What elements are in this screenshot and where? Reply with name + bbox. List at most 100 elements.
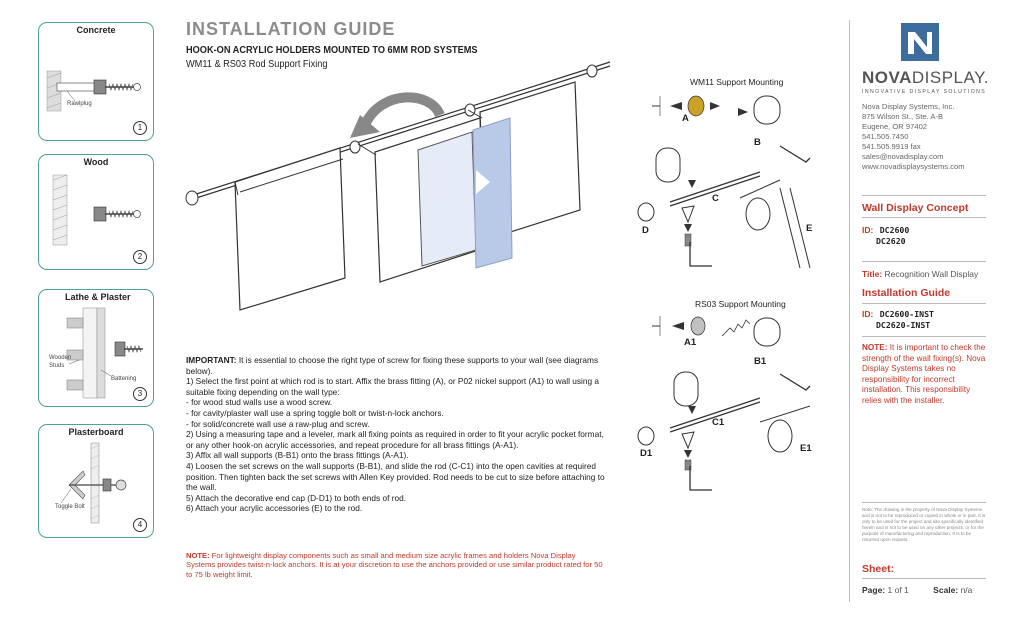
contact-line: Eugene, OR 97402 [862,122,928,131]
battening-callout: Battening [111,376,137,382]
instruction-step: 3) Affix all wall supports (B-B1) onto t… [186,450,409,461]
wall-type-title: Concrete [76,25,116,35]
concept-heading: Wall Display Concept [862,202,969,214]
contact-line: 875 Wilson St., Ste. A-B [862,112,944,121]
nova-logo-icon [901,23,939,61]
lightweight-note: NOTE: For lightweight display components… [186,551,606,579]
wm11-mounting-diagram [637,95,811,269]
part-label-e: E [806,223,813,234]
wall-type-card-plasterboard: Plasterboard Toggle Bolt 4 [38,424,154,538]
contact-line: 541.505.9919 fax [862,142,921,151]
studs-label: Studs [49,363,65,369]
wall-type-number: 1 [133,121,147,135]
divider [862,336,986,337]
instruction-step: 5) Attach the decorative end cap (D-D1) … [186,492,406,503]
divider [862,578,986,579]
rs03-mounting-title: RS03 Support Mounting [695,299,786,309]
part-label-b1: B1 [754,356,767,367]
contact-line: 541.505.7450 [862,132,909,141]
part-label-a: A [682,113,689,124]
installation-instructions: IMPORTANT: It is essential to choose the… [186,355,611,514]
instruction-step: 4) Loosen the set screws on the wall sup… [186,460,605,493]
part-label-e1: E1 [800,443,812,454]
instruction-step: - for wood stud walls use a wood screw. [186,397,333,408]
wooden-studs-callout: Wooden Studs [49,354,71,370]
wall-type-card-wood: Wood 2 [38,154,154,270]
divider [862,261,986,262]
part-label-b: B [754,137,761,148]
note-text: For lightweight display components such … [186,551,603,579]
right-note-label: NOTE: [862,343,888,352]
rs03-mounting-diagram [637,316,811,491]
divider [862,195,986,196]
wall-type-number: 4 [133,518,147,532]
part-label-d: D [642,225,649,236]
important-label: IMPORTANT: [186,355,237,365]
scale-value: n/a [958,585,973,595]
important-paragraph: IMPORTANT: It is essential to choose the… [186,355,611,376]
wall-type-title: Lathe & Plaster [65,292,131,302]
page-info: Page: 1 of 1 Scale: n/a [862,585,972,595]
guide-ids: ID: DC2600-INST DC2620-INST [862,309,934,331]
logo-n-mark [908,32,932,54]
guide-heading: Installation Guide [862,287,951,299]
divider [862,217,986,218]
concrete-fixing-illustration [46,70,141,112]
important-text: It is essential to choose the right type… [186,355,599,376]
toggle-bolt-callout: Toggle Bolt [55,504,85,510]
wall-type-card-concrete: Concrete Rawlplug 1 [38,22,154,141]
wooden-label: Wooden [49,355,72,361]
lathe-plaster-fixing-illustration [66,307,143,399]
brand-thin: DISPLAY. [911,68,989,87]
page-label: Page: [862,585,886,595]
plasterboard-fixing-illustration [60,442,127,524]
rawlplug-callout: Rawlplug [67,101,92,107]
rod-system-illustration [185,61,611,311]
instruction-step: - for solid/concrete wall use a raw-plug… [186,418,370,429]
title-value: Recognition Wall Display [882,269,979,279]
company-contact: Nova Display Systems, Inc. 875 Wilson St… [862,102,965,172]
divider [862,502,986,503]
concept-ids: ID: DC2600 DC2620 [862,225,909,247]
guide-id: DC2620-INST [876,320,931,330]
contact-line: Nova Display Systems, Inc. [862,102,955,111]
wall-type-number: 2 [133,250,147,264]
concept-id: DC2620 [876,236,906,246]
divider [862,303,986,304]
part-label-c1: C1 [712,417,725,428]
scale-label: Scale: [933,585,959,595]
concept-id: DC2600 [879,225,910,235]
guide-id: DC2600-INST [879,309,934,319]
wall-type-card-lathe-plaster: Lathe & Plaster Wooden Studs Battening 3 [38,289,154,407]
right-note-text: It is important to check the strength of… [862,343,986,405]
legal-disclaimer: Note: The drawing is the property of Nov… [862,507,986,542]
instruction-step: - for cavity/plaster wall use a spring t… [186,407,444,418]
contact-website[interactable]: www.novadisplaysystems.com [862,162,965,171]
page-subtitle-2: WM11 & RS03 Rod Support Fixing [186,59,328,70]
note-label: NOTE: [186,551,210,560]
instruction-step: 2) Using a measuring tape and a leveler,… [186,429,604,450]
sheet-heading: Sheet: [862,563,895,575]
wall-type-title: Plasterboard [68,427,124,437]
part-label-a1: A1 [684,337,697,348]
brand-bold: NOVA [862,68,912,87]
part-label-c: C [712,193,719,204]
instruction-step: 6) Attach your acrylic accessories (E) t… [186,503,363,514]
instruction-step: 1) Select the first point at which rod i… [186,376,600,397]
wall-type-number: 3 [133,387,147,401]
company-brand: NOVADISPLAY. [862,68,989,88]
page-subtitle: HOOK-ON ACRYLIC HOLDERS MOUNTED TO 6MM R… [186,45,478,56]
guide-id-label: ID: [862,309,874,319]
wm11-mounting-title: WM11 Support Mounting [690,77,784,87]
title-block-divider [849,20,987,602]
page-value: 1 of 1 [885,585,909,595]
page-title: INSTALLATION GUIDE [186,19,396,39]
contact-email[interactable]: sales@novadisplay.com [862,152,944,161]
wood-fixing-illustration [52,174,141,246]
title-label: Title: [862,269,883,279]
wall-strength-note: NOTE: It is important to check the stren… [862,343,986,407]
company-tagline: INNOVATIVE DISPLAY SOLUTIONS [862,89,987,95]
concept-title: Title: Recognition Wall Display [862,269,978,280]
wall-type-title: Wood [83,157,109,167]
part-label-d1: D1 [640,448,653,459]
